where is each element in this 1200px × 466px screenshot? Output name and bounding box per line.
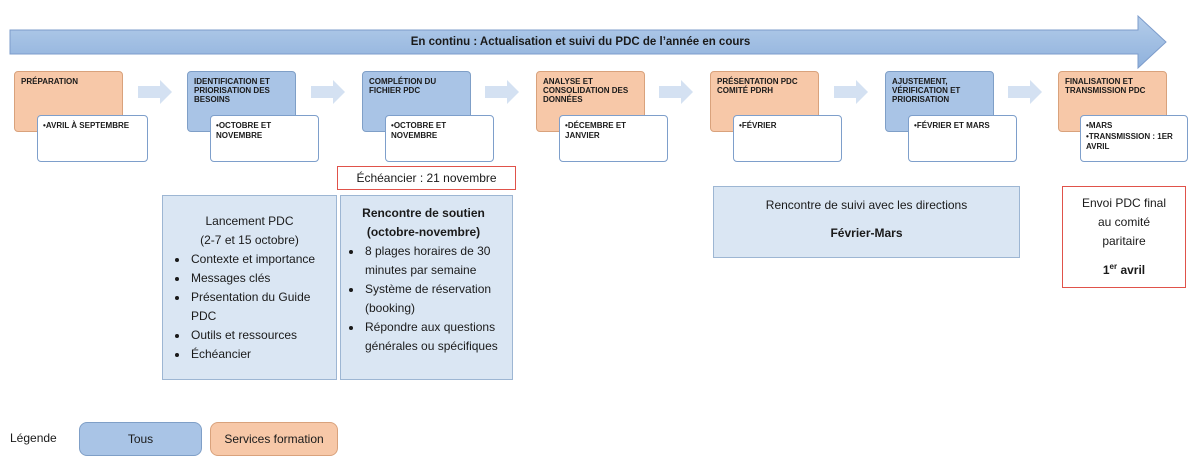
date-item: •AVRIL À SEPTEMBRE <box>43 121 130 130</box>
stage-label: Complétion du fichier PDC <box>369 77 437 95</box>
list-item: 8 plages horaires de 30 minutes par sema… <box>363 242 506 280</box>
list-item: Messages clés <box>189 269 336 288</box>
date-item: •MARS <box>1086 121 1113 130</box>
stage-dates-box: •OCTOBRE ET NOVEMBRE <box>385 115 494 162</box>
stage-label: Préparation <box>21 77 79 86</box>
soutien-panel: Rencontre de soutien (octobre-novembre) … <box>340 195 513 380</box>
lancement-panel: Lancement PDC (2-7 et 15 octobre) Contex… <box>162 195 337 380</box>
lancement-list: Contexte et importance Messages clés Pré… <box>163 250 336 364</box>
stage-label: Identification et priorisation des besoi… <box>194 77 270 104</box>
list-item: Contexte et importance <box>189 250 336 269</box>
continuous-banner-arrow <box>9 14 1167 70</box>
envoi-text: Envoi PDC final au comité paritaire <box>1081 196 1167 248</box>
list-item: Répondre aux questions générales ou spéc… <box>363 318 506 356</box>
lancement-title: Lancement PDC <box>205 214 294 228</box>
legend-services-formation: Services formation <box>210 422 338 456</box>
stage-label: Finalisation et transmission PDC <box>1065 77 1146 95</box>
chevron-arrow-icon <box>1008 80 1042 104</box>
stage-dates-box: •FÉVRIER <box>733 115 842 162</box>
soutien-subtitle: (octobre-novembre) <box>366 225 481 239</box>
envoi-box: Envoi PDC final au comité paritaire 1er … <box>1062 186 1186 288</box>
date-item: •OCTOBRE ET NOVEMBRE <box>391 121 447 140</box>
stage-dates-box: •AVRIL À SEPTEMBRE <box>37 115 148 162</box>
list-item: Échéancier <box>189 345 336 364</box>
chevron-arrow-icon <box>659 80 693 104</box>
stage-dates-box: •FÉVRIER ET MARS <box>908 115 1017 162</box>
stage-label: Ajustement, vérification et priorisation <box>892 77 961 104</box>
suivi-period: Février-Mars <box>830 226 903 240</box>
stage-dates-box: •MARS •TRANSMISSION : 1er avril <box>1080 115 1188 162</box>
date-item: •OCTOBRE ET NOVEMBRE <box>216 121 272 140</box>
suivi-panel: Rencontre de suivi avec les directions F… <box>713 186 1020 258</box>
date-item: •TRANSMISSION : 1er avril <box>1086 132 1173 151</box>
chevron-arrow-icon <box>311 80 345 104</box>
date-item: •FÉVRIER <box>739 121 777 130</box>
stage-label: Analyse et consolidation des données <box>543 77 629 104</box>
legend-label: Légende <box>10 431 57 445</box>
chevron-arrow-icon <box>834 80 868 104</box>
chevron-arrow-icon <box>138 80 172 104</box>
soutien-title: Rencontre de soutien <box>362 206 485 220</box>
echeancier-box: Échéancier : 21 novembre <box>337 166 516 190</box>
suivi-title: Rencontre de suivi avec les directions <box>765 198 968 212</box>
banner-label: En continu : Actualisation et suivi du P… <box>410 36 751 48</box>
stage-dates-box: •DÉCEMBRE ET JANVIER <box>559 115 668 162</box>
envoi-date: 1er avril <box>1102 262 1146 277</box>
list-item: Présentation du Guide PDC <box>189 288 336 326</box>
date-item: •FÉVRIER ET MARS <box>914 121 990 130</box>
date-item: •DÉCEMBRE ET JANVIER <box>565 121 627 140</box>
legend-tous: Tous <box>79 422 202 456</box>
stage-label: Présentation PDC comité PDRH <box>717 77 798 95</box>
stage-dates-box: •OCTOBRE ET NOVEMBRE <box>210 115 319 162</box>
lancement-subtitle: (2-7 et 15 octobre) <box>200 233 299 247</box>
soutien-list: 8 plages horaires de 30 minutes par sema… <box>341 242 506 356</box>
list-item: Système de réservation (booking) <box>363 280 506 318</box>
chevron-arrow-icon <box>485 80 519 104</box>
list-item: Outils et ressources <box>189 326 336 345</box>
